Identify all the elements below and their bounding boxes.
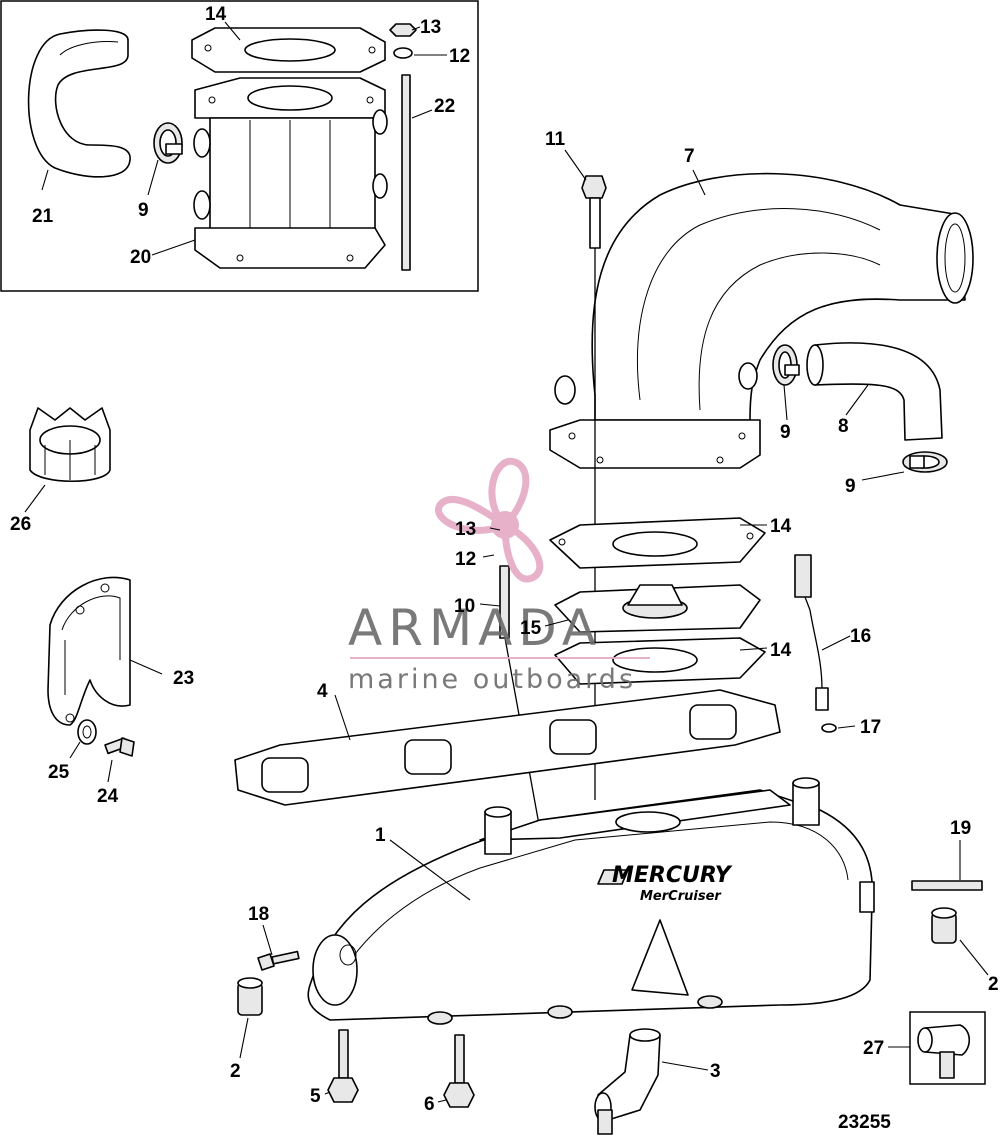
part-2-plug-right	[931, 907, 957, 944]
watermark-title: ARMADA	[348, 599, 602, 657]
part-14-gasket-inset	[191, 27, 386, 73]
callout-2-right: 2	[988, 974, 999, 995]
figure-number: 23255	[838, 1112, 891, 1133]
callout-21: 21	[32, 206, 54, 227]
callout-15: 15	[520, 618, 542, 639]
part-25-washer	[77, 719, 97, 745]
part-3-fitting	[594, 1028, 661, 1135]
callout-8: 8	[838, 416, 849, 437]
inset-frame	[0, 0, 479, 292]
part-14-gasket-upper	[549, 517, 766, 569]
part-16-sensor	[794, 554, 829, 711]
callout-16: 16	[850, 626, 871, 647]
watermark-propeller-icon	[435, 457, 544, 583]
part-9-clamp-lower	[902, 451, 948, 473]
part-22-stud	[401, 74, 411, 271]
part-15-gasket	[554, 584, 761, 633]
callout-6: 6	[424, 1094, 435, 1115]
leader-lines	[24, 21, 989, 1103]
part-2-plug-left	[237, 977, 263, 1016]
mercruiser-logo-text: MerCruiser	[640, 889, 722, 904]
callout-23: 23	[173, 668, 194, 689]
callout-14-lower: 14	[770, 640, 792, 661]
callout-14-upper: 14	[770, 516, 792, 537]
part-6-bolt	[443, 1034, 475, 1108]
callout-9-inset: 9	[138, 200, 149, 221]
part-18-bolt	[257, 950, 300, 971]
callout-labels: 14 13 12 22 21 9 20 11 7 9 8 9 14 13 12 …	[10, 4, 999, 1115]
callout-5: 5	[310, 1086, 321, 1107]
callout-9-upper: 9	[780, 422, 791, 443]
callout-1: 1	[375, 825, 386, 846]
callout-12: 12	[455, 549, 476, 570]
part-13-nut-inset	[389, 23, 417, 37]
callout-7: 7	[684, 146, 695, 167]
part-17-oring	[821, 723, 837, 733]
part-24-bolt	[104, 737, 135, 757]
callout-14-inset: 14	[205, 4, 227, 25]
part-27-fitting	[917, 1024, 971, 1079]
callout-13-inset: 13	[420, 17, 441, 38]
part-19-stud	[911, 880, 983, 891]
callout-11: 11	[545, 129, 566, 150]
part-7-elbow	[549, 172, 974, 469]
part-9-clamp-upper	[772, 344, 800, 386]
part-9-clamp-inset	[153, 122, 183, 164]
watermark: ARMADA marine outboards	[348, 457, 650, 695]
callout-17: 17	[860, 717, 881, 738]
callout-3: 3	[710, 1061, 721, 1082]
callout-20: 20	[130, 247, 151, 268]
part-12-washer-inset	[393, 47, 413, 59]
part-8-hose	[806, 342, 943, 441]
callout-19: 19	[950, 818, 971, 839]
callout-26: 26	[10, 514, 31, 535]
callout-9-lower: 9	[845, 476, 856, 497]
part-14-gasket-lower	[554, 637, 766, 685]
part-23-shield	[47, 576, 131, 726]
callout-12-inset: 12	[449, 46, 470, 67]
callout-10: 10	[454, 596, 475, 617]
mercury-logo-text: MERCURY	[612, 863, 733, 888]
callout-13: 13	[455, 519, 476, 540]
part-4-exhaust-gasket	[234, 689, 781, 806]
callout-2-left: 2	[230, 1061, 241, 1082]
callout-4: 4	[317, 681, 328, 702]
callout-24: 24	[97, 786, 119, 807]
part-1-manifold: MERCURY MerCruiser	[307, 777, 875, 1025]
part-5-bolt	[327, 1029, 359, 1103]
callout-22: 22	[434, 96, 455, 117]
part-20-cooler	[193, 77, 388, 269]
part-26-cap	[29, 407, 111, 483]
watermark-subtitle: marine outboards	[348, 664, 636, 695]
callout-18: 18	[248, 904, 269, 925]
part-21-hose	[27, 29, 131, 178]
callout-25: 25	[48, 762, 70, 783]
callout-27: 27	[863, 1038, 884, 1059]
